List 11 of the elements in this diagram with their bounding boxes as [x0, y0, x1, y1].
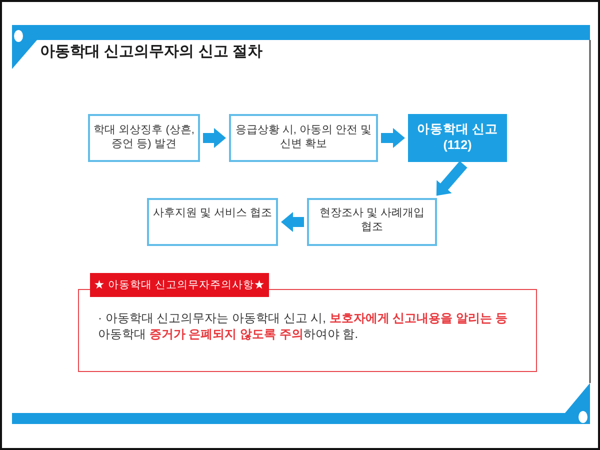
- arrow: [203, 128, 226, 148]
- heading-tab: ★ 아동학대 신고의무자주의사항★: [90, 273, 269, 297]
- process-box: 현장조사 및 사례개입 협조: [307, 198, 437, 246]
- notice-text: · 아동학대 신고의무자는 아동학대 신고 시, 보호자에게 신고내용을 알리는 등 아동학대 증거가 은폐되지 않도록 주의하여야 함.: [98, 310, 508, 342]
- process-box: 응급상황 시, 아동의 안전 및 신변 확보: [229, 114, 378, 162]
- arrow: [381, 128, 405, 148]
- process-box: 사후지원 및 서비스 협조: [147, 198, 278, 246]
- arrow: [281, 212, 304, 232]
- process-box: 아동학대 신고 (112): [408, 114, 507, 162]
- process-box: 학대 외상징후 (상흔, 증언 등) 발견: [88, 114, 200, 162]
- title: 아동학대 신고의무자의 신고 절차: [40, 42, 263, 61]
